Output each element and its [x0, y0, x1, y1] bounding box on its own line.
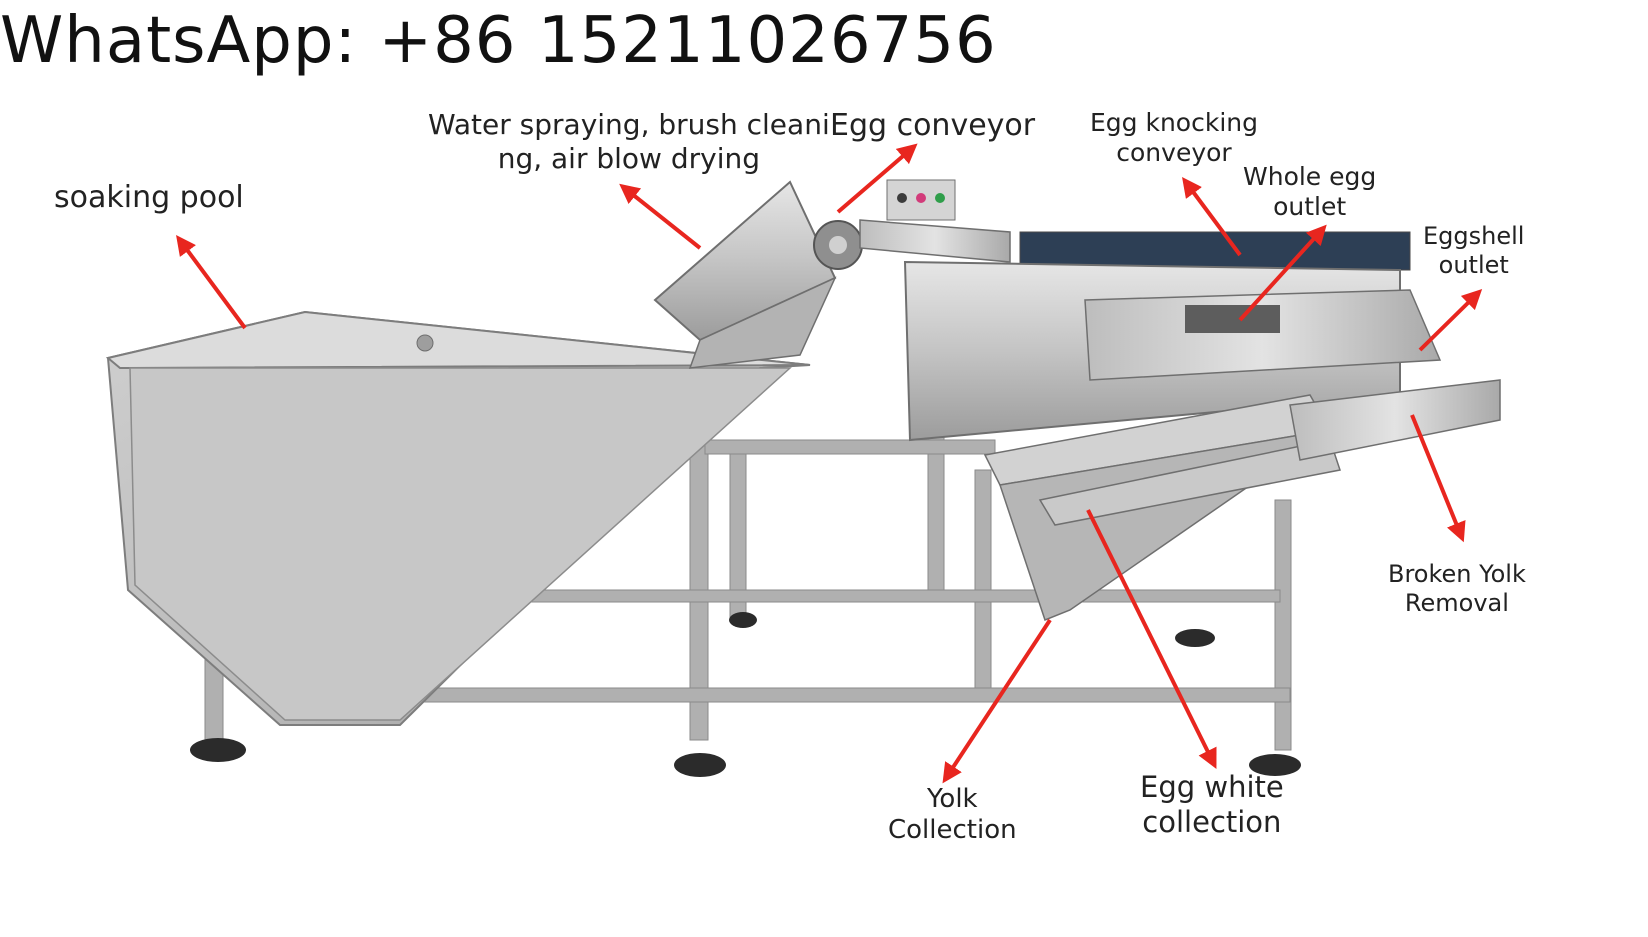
washing-unit: [653, 180, 863, 369]
label-egg-conveyor-text: Egg conveyor: [830, 108, 1036, 143]
arrow-eggshell: [1418, 288, 1483, 352]
label-whole-egg-line2: outlet: [1273, 192, 1347, 221]
collection-trays: [983, 379, 1501, 621]
label-eggshell-outlet: Eggshell outlet: [1423, 222, 1524, 280]
label-whole-egg-outlet: Whole egg outlet: [1243, 162, 1376, 222]
label-yolk-line1: Yolk: [926, 784, 978, 814]
soaking-pool-tank: [105, 310, 811, 726]
machine-main-body: [903, 231, 1442, 442]
arrow-water-spraying: [619, 183, 702, 250]
arrow-egg-white: [1086, 509, 1217, 769]
arrow-yolk: [942, 618, 1052, 784]
arrow-egg-knocking: [1182, 176, 1242, 257]
label-egg-white-line2: collection: [1142, 804, 1282, 839]
arrow-egg-conveyor: [836, 143, 918, 214]
label-broken-yolk-line1: Broken Yolk: [1388, 560, 1526, 588]
label-egg-white-line1: Egg white: [1140, 770, 1284, 804]
arrow-soaking-pool: [176, 234, 247, 330]
annotation-arrows: [176, 143, 1483, 784]
label-broken-yolk-line2: Removal: [1404, 588, 1509, 617]
label-water-spraying-line2: ng, air blow drying: [497, 141, 761, 175]
label-eggshell-line2: outlet: [1438, 250, 1509, 279]
label-egg-conveyor: Egg conveyor: [830, 108, 1035, 144]
label-broken-yolk-removal: Broken Yolk Removal: [1388, 560, 1526, 618]
label-soaking-pool: soaking pool: [54, 180, 244, 216]
label-egg-knocking-line1: Egg knocking: [1090, 108, 1258, 137]
label-eggshell-line1: Eggshell: [1423, 222, 1525, 250]
whatsapp-contact: WhatsApp: +86 15211026756: [0, 4, 997, 78]
machine-feet: [190, 612, 1301, 777]
arrow-whole-egg: [1238, 224, 1327, 322]
label-water-spraying: Water spraying, brush cleani ng, air blo…: [428, 108, 830, 175]
label-egg-white-collection: Egg white collection: [1140, 770, 1284, 840]
label-soaking-pool-text: soaking pool: [54, 180, 244, 215]
egg-conveyor-unit: [859, 179, 1011, 263]
label-water-spraying-line1: Water spraying, brush cleani: [428, 108, 830, 141]
label-yolk-line2: Collection: [888, 815, 1017, 846]
label-whole-egg-line1: Whole egg: [1243, 162, 1377, 191]
label-egg-knocking-conveyor: Egg knocking conveyor: [1090, 108, 1258, 168]
arrow-broken-yolk: [1410, 414, 1466, 543]
label-egg-knocking-line2: conveyor: [1116, 138, 1232, 167]
label-yolk-collection: Yolk Collection: [888, 784, 1017, 846]
